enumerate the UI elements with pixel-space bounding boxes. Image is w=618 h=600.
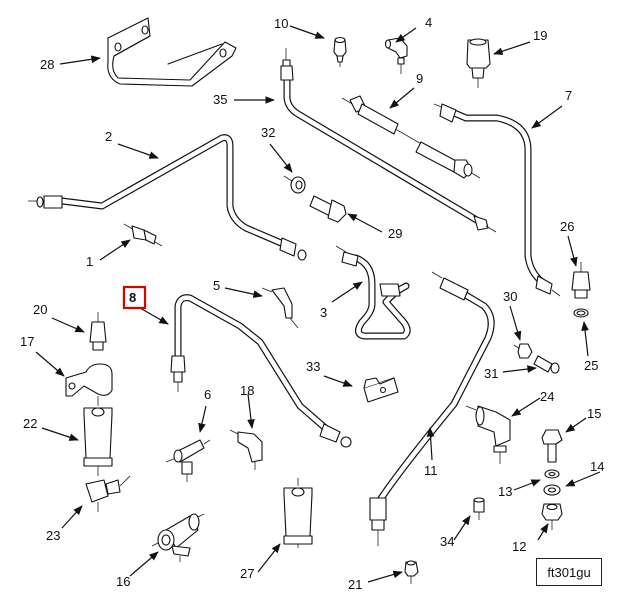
callout-label-29: 29 xyxy=(388,226,402,241)
part-4-elbow-fitting-icon xyxy=(384,37,408,74)
callout-label-30: 30 xyxy=(503,289,517,304)
part-5-elbow-icon xyxy=(261,287,299,329)
part-30-nut-icon xyxy=(513,343,533,359)
callout-label-10: 10 xyxy=(274,16,288,31)
callout-label-16: 16 xyxy=(116,574,130,589)
part-19-adapter-icon xyxy=(466,38,491,88)
callout-label-2: 2 xyxy=(105,129,112,144)
part-15-hex-bolt-icon xyxy=(541,429,563,463)
part-25-o-ring-icon xyxy=(573,308,589,318)
callout-label-15: 15 xyxy=(587,406,601,421)
part-9-hose-icon xyxy=(341,95,481,179)
part-11-tube-icon xyxy=(369,271,495,546)
figure-id-box: ft301gu xyxy=(536,558,602,586)
part-33-block-icon xyxy=(363,377,399,403)
callout-label-18: 18 xyxy=(240,383,254,398)
part-20-connector-icon xyxy=(89,312,107,351)
part-21-nut-icon xyxy=(404,560,419,584)
callout-label-9: 9 xyxy=(416,71,423,86)
callout-label-24: 24 xyxy=(540,389,554,404)
callout-label-27: 27 xyxy=(240,566,254,581)
part-17-clamp-icon xyxy=(65,363,113,397)
part-3-coiled-tube-icon xyxy=(335,245,411,340)
part-12-hex-nut-icon xyxy=(541,503,563,530)
part-10-nut-fitting-icon xyxy=(333,36,347,67)
callout-label-34: 34 xyxy=(440,534,454,549)
figure-id-label: ft301gu xyxy=(547,564,591,580)
part-6-tee-icon xyxy=(165,439,211,482)
callout-label-31: 31 xyxy=(484,366,498,381)
callout-label-33: 33 xyxy=(306,359,320,374)
callout-label-4: 4 xyxy=(425,15,432,30)
part-26-connector-icon xyxy=(571,262,591,299)
part-18-elbow-icon xyxy=(229,429,263,470)
callout-label-35: 35 xyxy=(213,92,227,107)
callout-label-14: 14 xyxy=(590,459,604,474)
part-13-lock-washer-icon xyxy=(544,469,560,479)
part-2-tube-icon xyxy=(28,134,307,261)
callout-label-23: 23 xyxy=(46,528,60,543)
callout-labels: 28 10 4 19 35 9 7 2 32 29 1 26 5 8 3 30 … xyxy=(20,15,604,592)
highlight-box xyxy=(122,285,147,310)
part-31-bolt-icon xyxy=(533,355,560,374)
callout-label-13: 13 xyxy=(498,484,512,499)
callout-label-22: 22 xyxy=(23,416,37,431)
callout-label-1: 1 xyxy=(86,254,93,269)
part-16-tee-icon xyxy=(151,513,205,562)
part-22-spacer-icon xyxy=(83,396,113,467)
callout-label-5: 5 xyxy=(213,278,220,293)
callout-label-12: 12 xyxy=(512,539,526,554)
callout-label-32: 32 xyxy=(261,125,275,140)
part-27-spacer-icon xyxy=(283,478,313,548)
part-7-tube-icon xyxy=(433,103,561,297)
callout-label-8: 8 xyxy=(129,290,136,305)
callout-label-21: 21 xyxy=(348,577,362,592)
callout-label-17: 17 xyxy=(20,334,34,349)
part-35-tube-icon xyxy=(280,48,497,233)
part-23-tee-block-icon xyxy=(85,466,131,512)
part-1-connector-icon xyxy=(123,223,163,247)
callout-label-3: 3 xyxy=(320,305,327,320)
part-34-sleeve-icon xyxy=(473,497,485,520)
callout-label-11: 11 xyxy=(424,463,438,478)
part-14-flat-washer-icon xyxy=(543,484,561,496)
part-24-elbow-icon xyxy=(465,405,511,464)
callout-label-25: 25 xyxy=(584,358,598,373)
callout-label-20: 20 xyxy=(33,302,47,317)
callout-label-19: 19 xyxy=(533,28,547,43)
callout-label-26: 26 xyxy=(560,219,574,234)
part-28-bracket-icon xyxy=(107,17,237,87)
part-29-bolt-icon xyxy=(309,195,347,223)
callout-label-28: 28 xyxy=(40,57,54,72)
callout-label-7: 7 xyxy=(565,88,572,103)
part-32-washer-icon xyxy=(283,175,306,194)
callout-label-6: 6 xyxy=(204,387,211,402)
part-8-tube-icon xyxy=(170,294,352,448)
callout-arrows xyxy=(35,25,601,583)
